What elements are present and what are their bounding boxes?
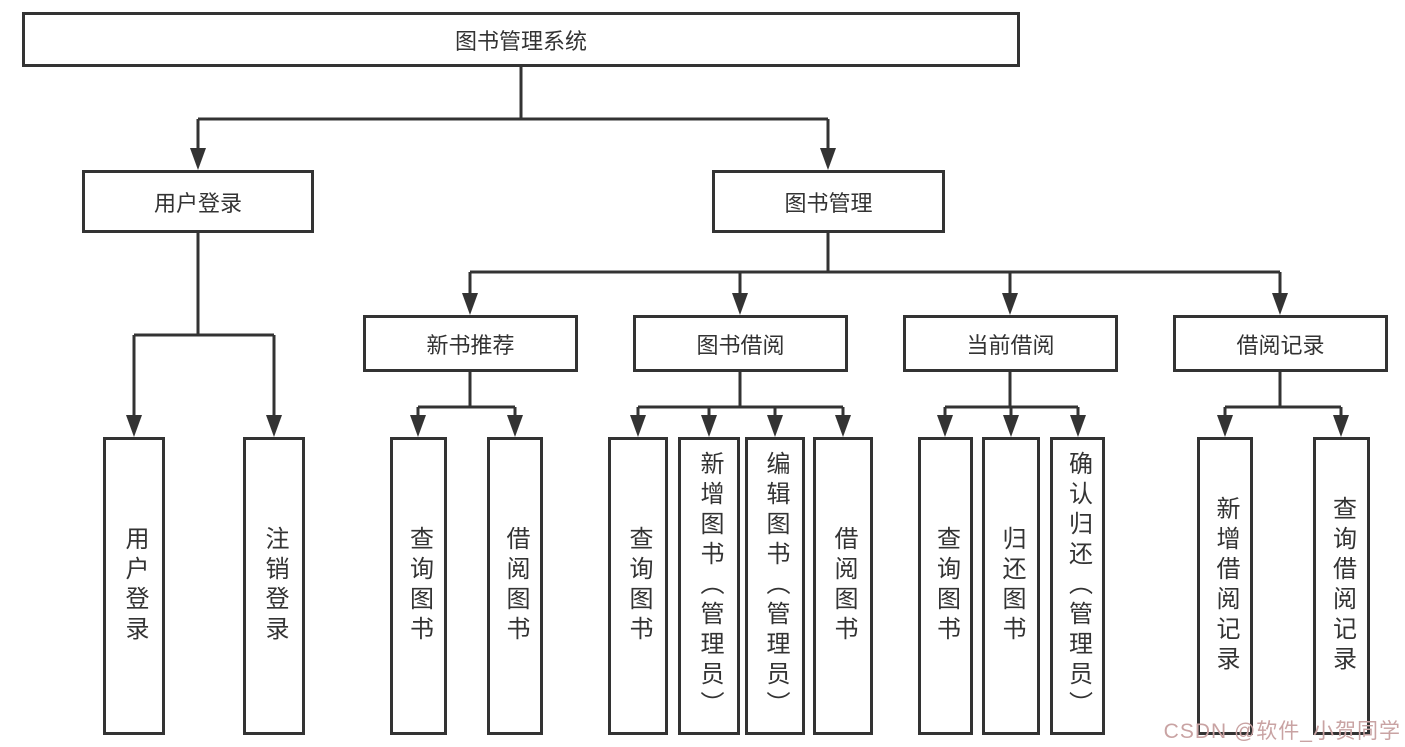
node-label: 用户登录 xyxy=(153,190,242,216)
node-label: 图书管理 xyxy=(784,190,873,216)
node-label: 新增借阅记录 xyxy=(1212,496,1239,676)
leaf-user-login: 用户登录 xyxy=(103,437,165,735)
node-label: 新书推荐 xyxy=(426,332,515,358)
node-label: 借阅图书 xyxy=(830,526,857,646)
node-label: 注销登录 xyxy=(261,526,288,646)
node-label: 当前借阅 xyxy=(966,332,1055,358)
leaf-query-books-3: 查询图书 xyxy=(918,437,973,735)
node-label: 确认归还（管理员） xyxy=(1064,451,1092,721)
node-label: 借阅图书 xyxy=(502,526,529,646)
node-user-login-group: 用户登录 xyxy=(82,170,314,233)
leaf-logout: 注销登录 xyxy=(243,437,305,735)
leaf-query-books-2: 查询图书 xyxy=(608,437,668,735)
node-book-borrow: 图书借阅 xyxy=(633,315,848,372)
leaf-edit-books-admin: 编辑图书（管理员） xyxy=(745,437,805,735)
leaf-add-books-admin: 新增图书（管理员） xyxy=(678,437,740,735)
node-label: 图书借阅 xyxy=(696,332,785,358)
leaf-query-books-1: 查询图书 xyxy=(390,437,447,735)
node-label: 用户登录 xyxy=(121,526,148,646)
leaf-query-borrow-record: 查询借阅记录 xyxy=(1313,437,1370,735)
leaf-return-books: 归还图书 xyxy=(982,437,1040,735)
node-label: 查询借阅记录 xyxy=(1328,496,1356,676)
node-label: 新增图书（管理员） xyxy=(696,451,723,721)
node-label: 归还图书 xyxy=(998,526,1025,646)
node-label: 借阅记录 xyxy=(1236,332,1325,358)
leaf-borrow-books-2: 借阅图书 xyxy=(813,437,873,735)
node-label: 图书管理系统 xyxy=(454,28,587,54)
node-library-management-system: 图书管理系统 xyxy=(22,12,1020,67)
node-book-management: 图书管理 xyxy=(712,170,945,233)
leaf-borrow-books-1: 借阅图书 xyxy=(487,437,543,735)
leaf-add-borrow-record: 新增借阅记录 xyxy=(1197,437,1253,735)
csdn-watermark: CSDN @软件_小贺同学 xyxy=(1163,720,1401,743)
node-label: 编辑图书（管理员） xyxy=(762,451,789,721)
node-borrow-records: 借阅记录 xyxy=(1173,315,1388,372)
node-new-book-recommend: 新书推荐 xyxy=(363,315,578,372)
node-current-borrow: 当前借阅 xyxy=(903,315,1118,372)
leaf-confirm-return-admin: 确认归还（管理员） xyxy=(1050,437,1105,735)
node-label: 查询图书 xyxy=(625,526,652,646)
node-label: 查询图书 xyxy=(405,526,433,646)
node-label: 查询图书 xyxy=(932,526,960,646)
